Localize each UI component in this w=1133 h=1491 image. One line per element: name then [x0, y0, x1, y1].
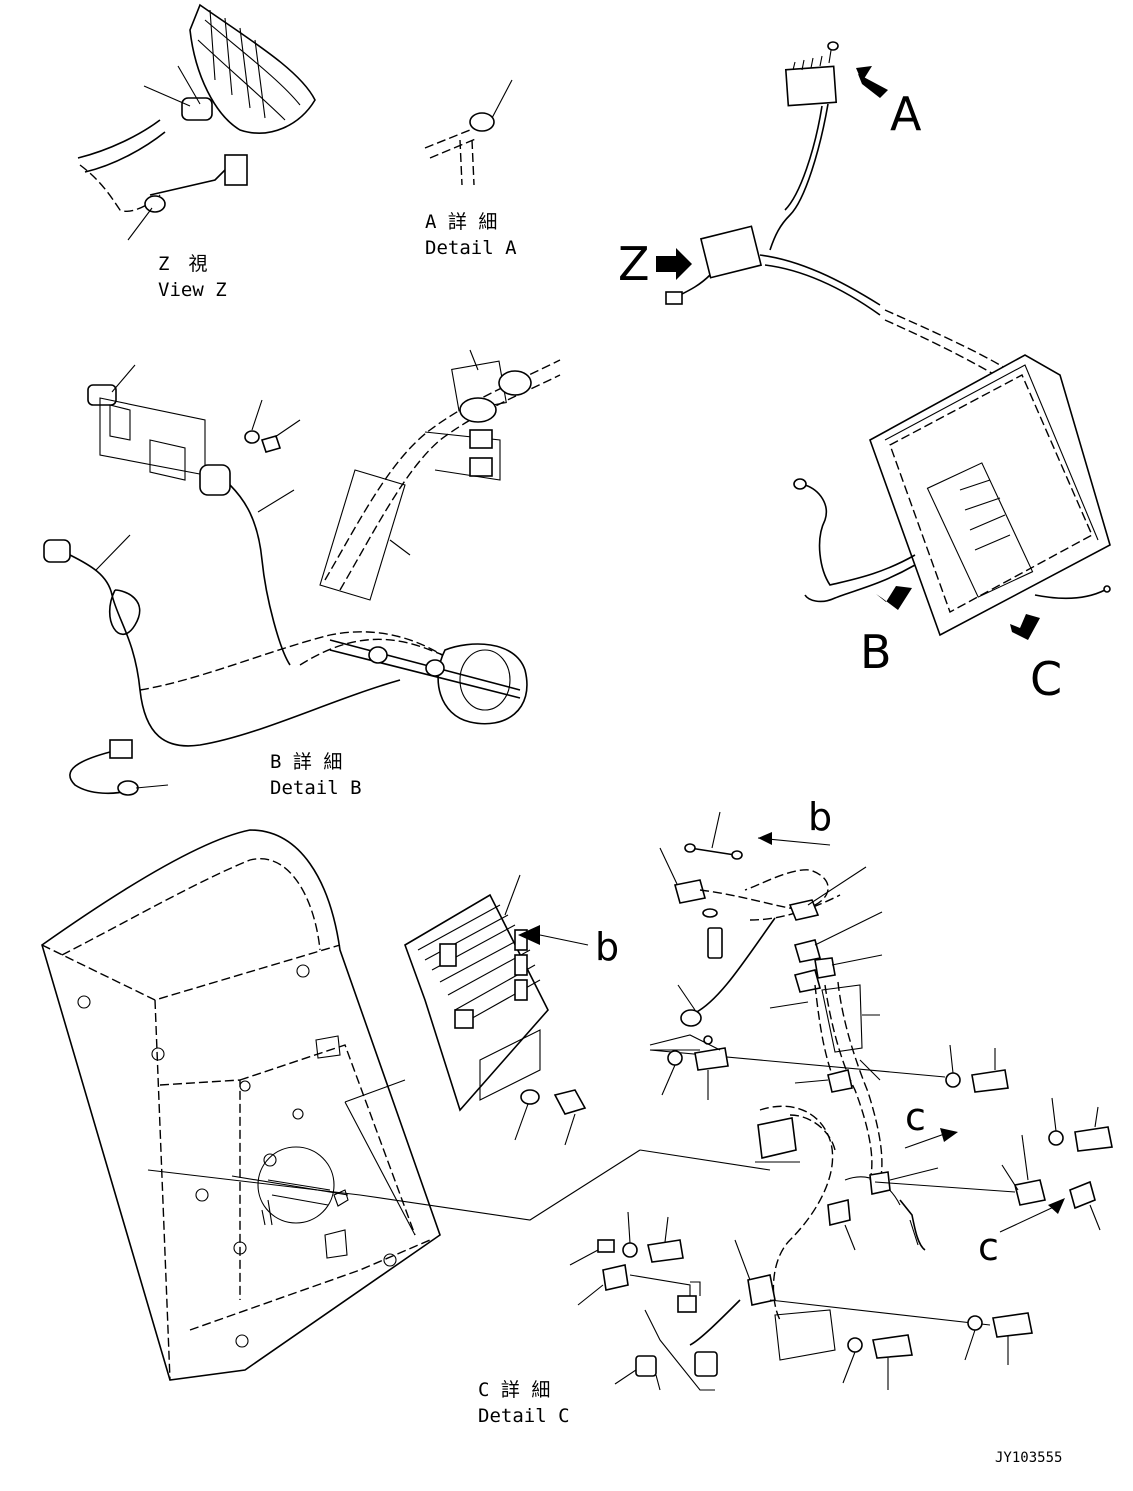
callout-z: Z — [618, 237, 650, 291]
detail-a-illustration — [424, 79, 513, 186]
overview-illustration — [665, 41, 1111, 637]
sub-label-b-top: b — [808, 795, 832, 839]
callout-b: B — [860, 625, 892, 679]
view-z-label-jp: Z 視 — [158, 253, 207, 275]
detail-c-label-jp: C 詳 細 — [478, 1379, 550, 1401]
detail-a-label-en: Detail A — [425, 237, 517, 259]
callout-c-arrow — [1010, 614, 1040, 640]
sub-label-b-mid: b — [595, 925, 619, 969]
detail-c-label-en: Detail C — [478, 1405, 570, 1427]
callout-b-arrow — [876, 586, 912, 610]
sub-label-c-bottom: c — [978, 1225, 999, 1269]
view-z-label-en: View Z — [158, 279, 227, 301]
detail-b-label-jp: B 詳 細 — [270, 751, 342, 773]
drawing-code: JY103555 — [995, 1450, 1062, 1466]
detail-b-label-en: Detail B — [270, 777, 362, 799]
detail-a-label-jp: A 詳 細 — [425, 211, 497, 233]
detail-b-illustration — [43, 349, 561, 796]
callout-a-arrow — [856, 66, 888, 98]
view-z-illustration — [77, 3, 316, 241]
callout-z-arrow — [656, 248, 692, 280]
callout-a: A — [890, 87, 922, 141]
detail-c-illustration — [41, 811, 1113, 1391]
sub-label-c-right: c — [905, 1095, 926, 1139]
callout-c: C — [1030, 652, 1062, 706]
